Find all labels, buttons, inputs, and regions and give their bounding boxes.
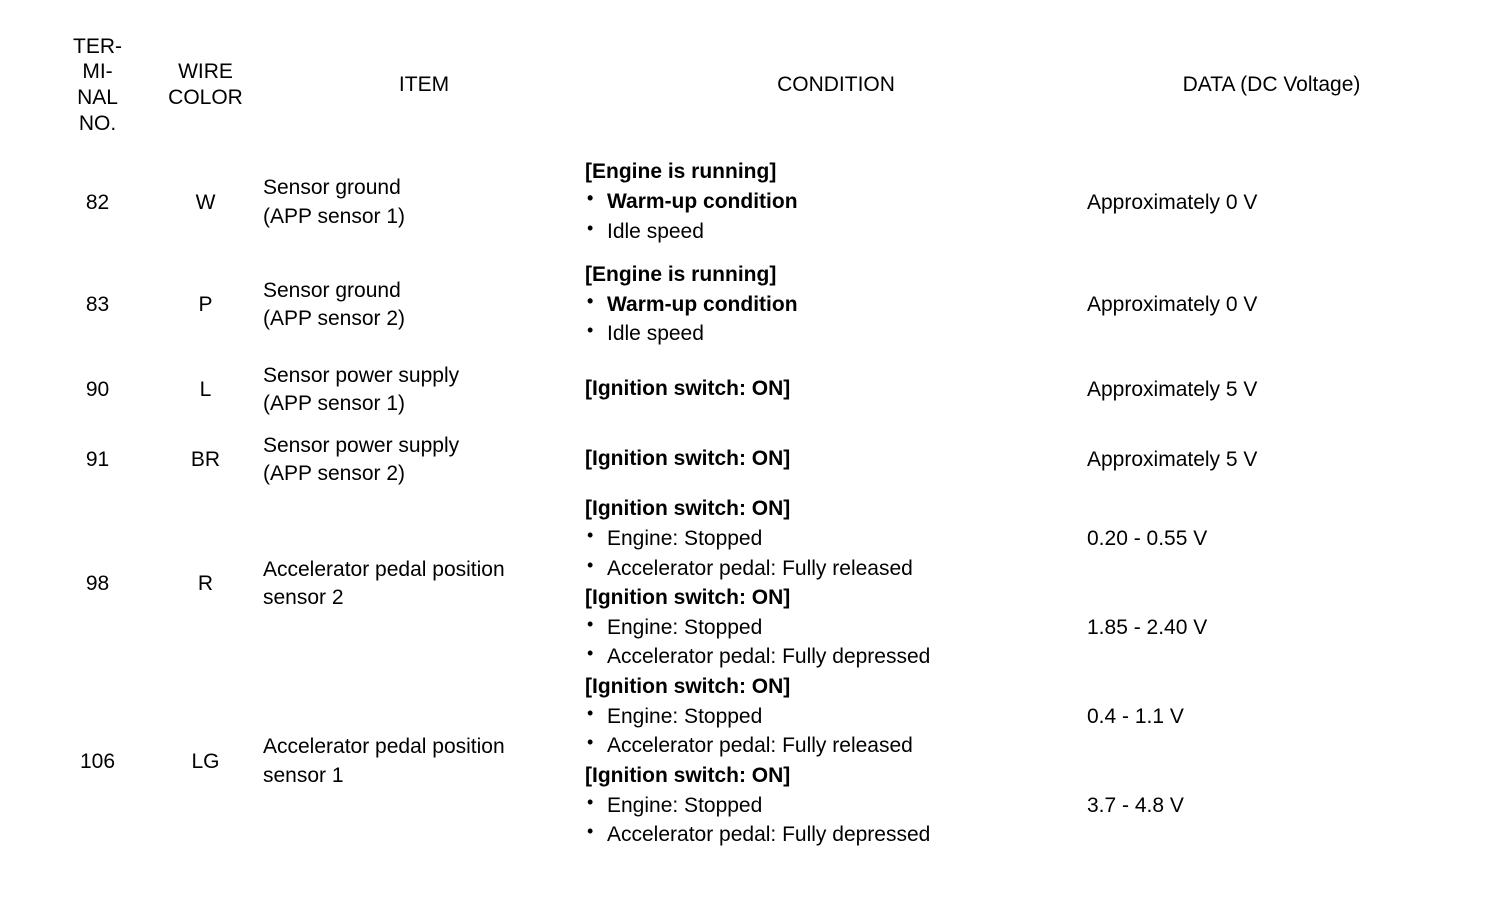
cell-item-line: Sensor ground xyxy=(263,176,401,200)
condition-heading: [Ignition switch: ON] xyxy=(585,763,791,787)
header-condition: CONDITION xyxy=(777,72,895,96)
cell-wire-color: L xyxy=(199,378,212,401)
cell-item-line: Accelerator pedal position xyxy=(263,557,505,581)
cell-condition: [Ignition switch: ON] xyxy=(585,425,1087,495)
table-header: TER- MI- NAL NO. WIRE COLOR ITEM CONDITI… xyxy=(47,20,1456,150)
condition-heading: [Ignition switch: ON] xyxy=(585,585,791,609)
condition-bullet: Accelerator pedal: Fully released xyxy=(585,731,1087,759)
cell-item-line: Sensor ground xyxy=(263,278,401,302)
condition-bullet: Engine: Stopped xyxy=(585,524,1087,552)
cell-item-line: Accelerator pedal position xyxy=(263,735,505,759)
header-terminal-no-line3: NAL xyxy=(77,86,118,109)
header-item: ITEM xyxy=(398,72,450,96)
condition-bullet: Accelerator pedal: Fully depressed xyxy=(585,642,1087,670)
cell-terminal-no: 91 xyxy=(85,448,110,471)
header-wire-color-line1: WIRE xyxy=(178,60,233,84)
condition-bullet: Engine: Stopped xyxy=(585,791,1087,819)
cell-condition: [Ignition switch: ON] Engine: StoppedAcce… xyxy=(585,762,1087,851)
header-row: TER- MI- NAL NO. WIRE COLOR ITEM CONDITI… xyxy=(47,20,1456,150)
cell-item-line: Sensor power supply xyxy=(263,433,460,457)
header-wire-color-line2: COLOR xyxy=(168,86,243,109)
cell-item-line: (APP sensor 1) xyxy=(263,204,406,228)
condition-heading: [Ignition switch: ON] xyxy=(585,497,791,520)
cell-data-voltage: Approximately 0 V xyxy=(1087,190,1258,214)
table-row: [Ignition switch: ON] Engine: StoppedAcce… xyxy=(47,762,1456,851)
cell-condition: [Engine is running] Warm-up conditionIdle… xyxy=(585,255,1087,355)
cell-item: Accelerator pedal position sensor 1 xyxy=(263,673,585,851)
cell-terminal-no: 83 xyxy=(85,293,110,316)
table-row: [Ignition switch: ON] Engine: StoppedAcce… xyxy=(47,584,1456,673)
cell-condition: [Ignition switch: ON] Engine: StoppedAcce… xyxy=(585,673,1087,762)
table-row: 98 R Accelerator pedal position sensor 2 [Ig… xyxy=(47,495,1456,609)
cell-wire-color: P xyxy=(198,293,213,316)
cell-data-voltage: Approximately 5 V xyxy=(1087,448,1258,471)
condition-bullet: Idle speed xyxy=(585,319,1087,347)
cell-condition: [Engine is running] Warm-up conditionIdle… xyxy=(585,150,1087,255)
cell-data-voltage: Approximately 0 V xyxy=(1087,293,1258,316)
condition-bullet-list: Engine: StoppedAccelerator pedal: Fully … xyxy=(585,613,1087,671)
condition-bullet-list: Engine: StoppedAccelerator pedal: Fully … xyxy=(585,524,1087,582)
table-row: 91 BR Sensor power supply (APP sensor 2) [Ig… xyxy=(47,425,1456,495)
cell-condition: [Ignition switch: ON] Engine: StoppedAcce… xyxy=(585,584,1087,673)
header-terminal-no: TER- MI- NAL NO. xyxy=(47,20,148,150)
cell-item-line: (APP sensor 1) xyxy=(263,392,406,415)
condition-bullet: Idle speed xyxy=(585,217,1087,245)
condition-bullet-list: Engine: StoppedAccelerator pedal: Fully … xyxy=(585,702,1087,760)
cell-item-line: (APP sensor 2) xyxy=(263,462,406,485)
cell-terminal-no: 90 xyxy=(85,378,110,401)
header-wire-color: WIRE COLOR xyxy=(148,20,263,150)
condition-bullet-list: Engine: StoppedAccelerator pedal: Fully … xyxy=(585,791,1087,849)
condition-heading: [Engine is running] xyxy=(585,262,777,286)
ecm-terminal-spec-table: TER- MI- NAL NO. WIRE COLOR ITEM CONDITI… xyxy=(47,20,1456,851)
condition-heading: [Engine is running] xyxy=(585,160,777,184)
cell-data-voltage: 1.85 - 2.40 V xyxy=(1087,616,1208,640)
cell-item: Sensor ground (APP sensor 2) xyxy=(263,255,585,355)
cell-item: Sensor power supply (APP sensor 2) xyxy=(263,425,585,495)
condition-bullet: Engine: Stopped xyxy=(585,613,1087,641)
cell-data-voltage: 0.4 - 1.1 V xyxy=(1087,705,1184,729)
cell-wire-color: LG xyxy=(191,749,220,773)
cell-data-voltage: 3.7 - 4.8 V xyxy=(1087,794,1184,818)
condition-bullet: Accelerator pedal: Fully depressed xyxy=(585,820,1087,848)
condition-bullet: Warm-up condition xyxy=(585,187,1087,215)
cell-data-voltage: Approximately 5 V xyxy=(1087,378,1258,401)
table-row: 83 P Sensor ground (APP sensor 2) [Engine is… xyxy=(47,255,1456,355)
cell-item: Sensor power supply (APP sensor 1) xyxy=(263,355,585,425)
cell-data-voltage: 0.20 - 0.55 V xyxy=(1087,527,1208,551)
table-row: 82 W Sensor ground (APP sensor 1) [Engine is… xyxy=(47,150,1456,255)
cell-terminal-no: 106 xyxy=(79,749,116,773)
cell-condition: [Ignition switch: ON] xyxy=(585,355,1087,425)
condition-bullet: Accelerator pedal: Fully released xyxy=(585,554,1087,582)
cell-item: Accelerator pedal position sensor 2 xyxy=(263,495,585,673)
table-row: 106 LG Accelerator pedal position sensor 1 [… xyxy=(47,673,1456,787)
table-body: 82 W Sensor ground (APP sensor 1) [Engine is… xyxy=(47,150,1456,851)
cell-wire-color: W xyxy=(195,190,216,214)
header-terminal-no-line2: MI- xyxy=(82,60,113,84)
header-terminal-no-line1: TER- xyxy=(73,34,122,58)
header-data: DATA (DC Voltage) xyxy=(1182,72,1361,96)
cell-item-line: sensor 2 xyxy=(263,585,344,609)
cell-item-line: (APP sensor 2) xyxy=(263,307,406,330)
cell-item-line: sensor 1 xyxy=(263,763,344,787)
condition-bullet: Engine: Stopped xyxy=(585,702,1087,730)
cell-item-line: Sensor power supply xyxy=(263,363,460,387)
cell-item: Sensor ground (APP sensor 1) xyxy=(263,150,585,255)
condition-heading: [Ignition switch: ON] xyxy=(585,674,791,698)
cell-condition: [Ignition switch: ON] Engine: StoppedAcce… xyxy=(585,495,1087,584)
condition-heading: [Ignition switch: ON] xyxy=(585,446,791,470)
condition-bullet-list: Warm-up conditionIdle speed xyxy=(585,187,1087,245)
cell-wire-color: BR xyxy=(190,448,221,471)
condition-heading: [Ignition switch: ON] xyxy=(585,376,791,400)
condition-bullet-list: Warm-up conditionIdle speed xyxy=(585,290,1087,348)
cell-terminal-no: 82 xyxy=(85,190,110,214)
header-terminal-no-line4: NO. xyxy=(78,111,117,135)
condition-bullet: Warm-up condition xyxy=(585,290,1087,318)
table-row: 90 L Sensor power supply (APP sensor 1) [Ign… xyxy=(47,355,1456,425)
cell-terminal-no: 98 xyxy=(85,571,110,595)
cell-wire-color: R xyxy=(197,571,214,595)
